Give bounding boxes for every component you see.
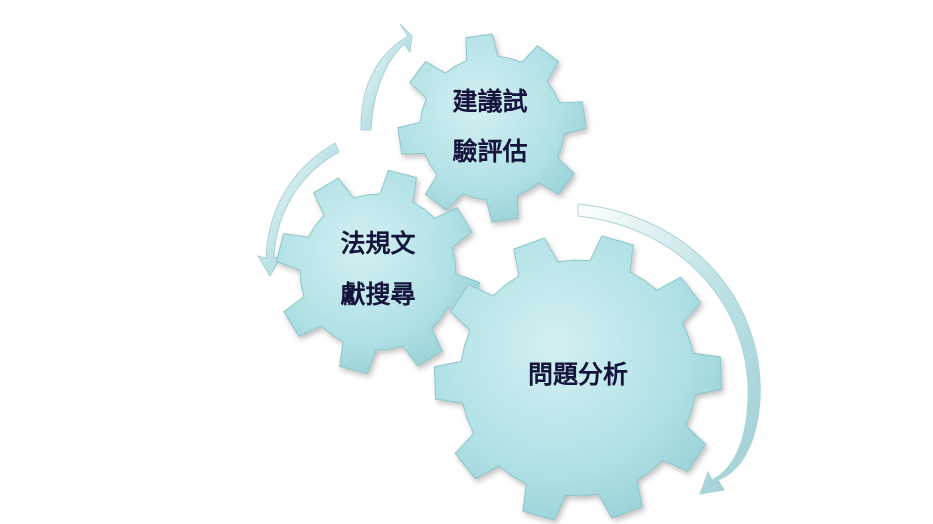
gear-top [397, 33, 587, 223]
arrow-left-curve [256, 142, 340, 277]
arrow-top-curve [360, 23, 413, 131]
arrow-right-curve [577, 203, 761, 495]
gear-top-label-line2: 驗評估 [452, 137, 527, 166]
gear-big-label: 問題分析 [528, 360, 628, 389]
gear-top-label-line1: 建議試 [452, 87, 527, 116]
gear-left [275, 169, 481, 375]
gear-left-label-line2: 獻搜尋 [340, 280, 415, 309]
gear-big [433, 235, 723, 521]
gear-left-label-line1: 法規文 [340, 229, 416, 258]
